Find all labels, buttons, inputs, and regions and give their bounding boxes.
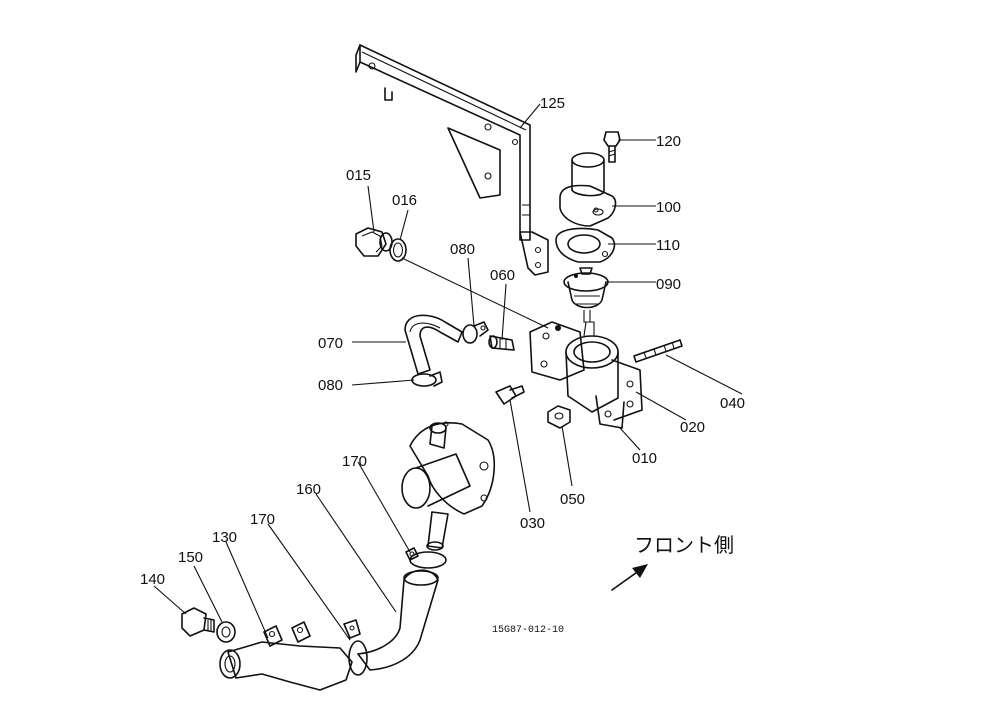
label-070: 070 [318, 335, 343, 352]
label-160: 160 [296, 481, 321, 498]
drawing-code: 15G87-012-10 [492, 625, 564, 636]
label-140: 140 [140, 571, 165, 588]
label-020: 020 [680, 419, 705, 436]
nut-050 [547, 405, 571, 429]
label-110: 110 [656, 237, 680, 254]
front-side-label: フロント側 [634, 533, 734, 557]
plug-axis-line [401, 257, 549, 329]
bolt-140 [181, 607, 215, 637]
clamp-080-lower [411, 371, 443, 387]
pipe-130 [219, 621, 353, 691]
label-030: 030 [520, 515, 545, 532]
bracket-125 [355, 44, 549, 276]
label-130: 130 [212, 529, 237, 546]
part-labels: 125 120 100 110 090 015 016 080 060 070 … [140, 95, 745, 588]
label-040: 040 [720, 395, 745, 412]
washer-150 [216, 621, 236, 643]
gasket-110 [555, 227, 616, 263]
label-050: 050 [560, 491, 585, 508]
label-120: 120 [656, 133, 681, 150]
gasket-016 [389, 238, 407, 262]
thermostat-cover-100 [559, 152, 617, 227]
housing-010 [529, 321, 643, 429]
clamp-170-lower [343, 619, 368, 676]
leader-lines [153, 103, 743, 641]
pipe-060 [488, 335, 515, 351]
bolt-030 [495, 385, 525, 405]
stud-bolt-040 [633, 339, 683, 363]
label-125: 125 [540, 95, 565, 112]
bolt-120 [603, 131, 621, 163]
hose-070 [404, 314, 463, 375]
label-150: 150 [178, 549, 203, 566]
clamp-080-upper [462, 321, 489, 344]
arrow-up-right-icon [611, 564, 648, 591]
label-060: 060 [490, 267, 515, 284]
hose-160 [357, 569, 439, 671]
label-170-upper: 170 [342, 453, 367, 470]
label-170-lower: 170 [250, 511, 275, 528]
label-015: 015 [346, 167, 371, 184]
water-flange-pipe [401, 421, 496, 551]
label-016: 016 [392, 192, 417, 209]
label-080-lower: 080 [318, 377, 343, 394]
plug-015 [355, 227, 393, 257]
clamp-170-upper [405, 547, 447, 569]
label-080-upper: 080 [450, 241, 475, 258]
label-100: 100 [656, 199, 681, 216]
thermostat-090 [563, 267, 609, 323]
label-090: 090 [656, 276, 681, 293]
label-010: 010 [632, 450, 657, 467]
